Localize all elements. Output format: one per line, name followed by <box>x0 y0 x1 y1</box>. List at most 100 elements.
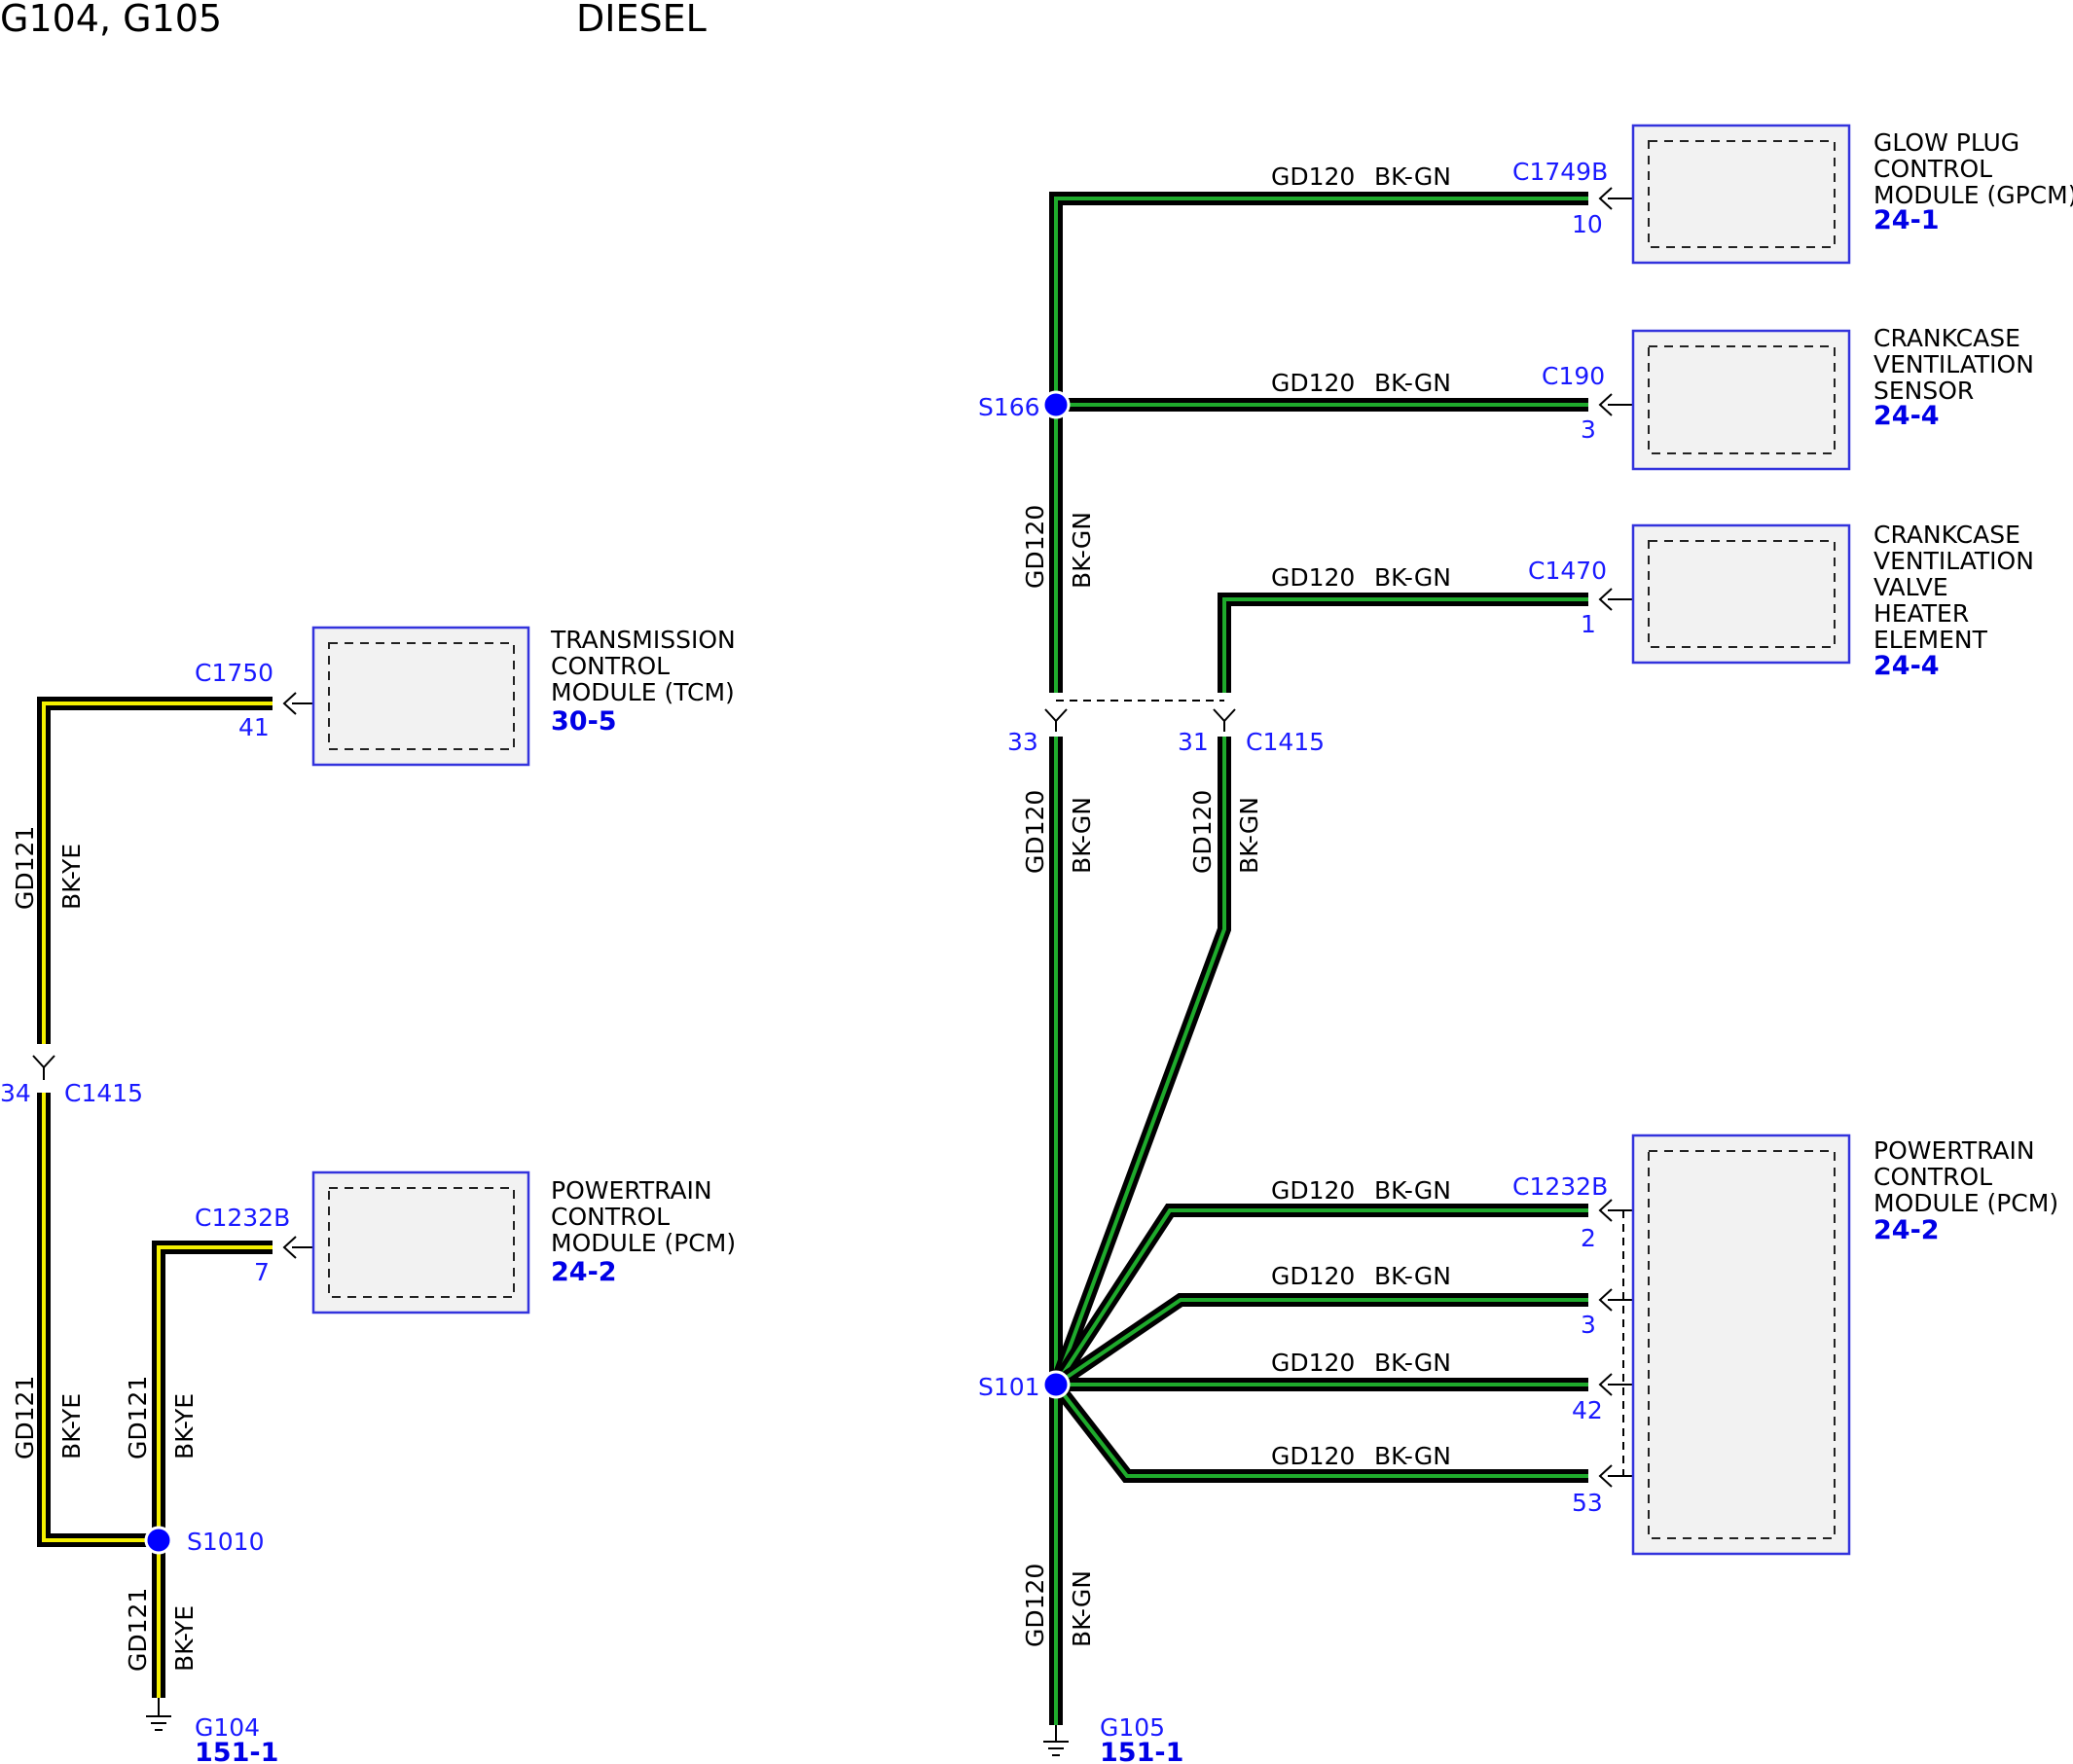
wire-color-label: BK-YE <box>57 844 86 910</box>
module-pcm-left[interactable] <box>311 1170 530 1314</box>
ccvh-ref-link[interactable]: 24-4 <box>1873 651 1940 681</box>
gpcm-ref-link[interactable]: 24-1 <box>1873 205 1940 235</box>
ground-ref-link[interactable]: 151-1 <box>1100 1738 1183 1764</box>
gpcm-name-line-2: CONTROL <box>1873 155 1992 183</box>
inline-connector-c1415-right[interactable]: 33 31 C1415 <box>1007 700 1325 756</box>
connector-label: C1749B <box>1512 158 1608 186</box>
pin-label: 2 <box>1581 1224 1596 1252</box>
wire-color-label: BK-YE <box>170 1605 199 1672</box>
wire-color-label: BK-GN <box>1068 512 1096 589</box>
wire-circuit-label: GD120 <box>1271 369 1355 397</box>
pin-label: 3 <box>1581 415 1596 444</box>
ccvs-name-line-3: SENSOR <box>1873 377 1974 405</box>
wire-circuit-label: GD120 <box>1021 505 1049 589</box>
pcm-left-ref-link[interactable]: 24-2 <box>551 1257 617 1287</box>
ccvh-name-line-5: ELEMENT <box>1873 626 1988 654</box>
wire-circuit-label: GD120 <box>1271 1349 1355 1377</box>
ccvs-name-line-2: VENTILATION <box>1873 350 2034 378</box>
pcm-right-name-line-2: CONTROL <box>1873 1163 1992 1191</box>
connector-label: C190 <box>1542 362 1605 390</box>
connector-c1749b[interactable]: C1749B 10 <box>1512 158 1649 238</box>
splice-label: S166 <box>978 393 1040 421</box>
wire-color-label: BK-GN <box>1374 563 1451 592</box>
ground-label: G104 <box>195 1713 260 1742</box>
splice-label: S101 <box>978 1373 1040 1401</box>
wire-tcm-lower[interactable] <box>37 1093 159 1547</box>
tcm-name-line-1: TRANSMISSION <box>550 626 736 654</box>
wire-color-label: BK-GN <box>1374 1262 1451 1290</box>
ground-ref-link[interactable]: 151-1 <box>195 1738 278 1764</box>
module-ccv-sensor[interactable] <box>1631 329 1851 471</box>
wire-circuit-label: GD120 <box>1021 790 1049 874</box>
module-tcm[interactable] <box>311 626 530 767</box>
page-title: G104, G105 <box>0 0 222 40</box>
pcm-right-name-line-1: POWERTRAIN <box>1873 1136 2035 1165</box>
ground-label: G105 <box>1100 1713 1165 1742</box>
wire-color-label: BK-GN <box>1068 1570 1096 1647</box>
wire-color-label: BK-GN <box>1235 797 1263 874</box>
connector-c190[interactable]: C190 3 <box>1542 362 1649 444</box>
connector-c1232b-right[interactable]: C1232B 2 3 42 53 <box>1512 1172 1649 1517</box>
pcm-left-name-line-1: POWERTRAIN <box>551 1176 712 1205</box>
wire-gpcm[interactable] <box>1049 192 1588 693</box>
ground-icon <box>1043 1725 1069 1756</box>
wire-circuit-label: GD121 <box>11 826 39 910</box>
pcm-left-name-line-3: MODULE (PCM) <box>551 1229 736 1257</box>
wire-circuit-label: GD120 <box>1188 790 1217 874</box>
inline-connector-c1415-left[interactable]: 34 C1415 <box>0 1055 143 1107</box>
wire-circuit-label: GD120 <box>1021 1564 1049 1647</box>
connector-c1232b-left[interactable]: C1232B 7 <box>195 1204 329 1286</box>
wire-circuit-label: GD120 <box>1271 563 1355 592</box>
pin-label: 41 <box>238 713 270 741</box>
wire-ccv-heater[interactable] <box>1218 593 1588 693</box>
pin-label: 1 <box>1581 610 1596 638</box>
pin-label: 3 <box>1581 1311 1596 1339</box>
ccvs-name-line-1: CRANKCASE <box>1873 324 2020 352</box>
connector-label: C1415 <box>1246 728 1325 756</box>
tcm-name-line-2: CONTROL <box>551 652 670 680</box>
connector-label: C1232B <box>195 1204 290 1232</box>
splice-s166[interactable] <box>1041 390 1071 419</box>
module-gpcm[interactable] <box>1631 124 1851 265</box>
ccvh-name-line-1: CRANKCASE <box>1873 521 2020 549</box>
wire-color-label: BK-GN <box>1374 1349 1451 1377</box>
connector-c1470[interactable]: C1470 1 <box>1528 557 1649 638</box>
pcm-left-name-line-2: CONTROL <box>551 1203 670 1231</box>
wire-color-label: BK-GN <box>1068 797 1096 874</box>
pin-label: 7 <box>254 1258 270 1286</box>
wire-color-label: BK-GN <box>1374 1442 1451 1470</box>
wire-circuit-label: GD120 <box>1271 1176 1355 1205</box>
pin-label: 33 <box>1007 728 1038 756</box>
pin-label: 31 <box>1178 728 1209 756</box>
wire-color-label: BK-YE <box>170 1393 199 1459</box>
tcm-ref-link[interactable]: 30-5 <box>551 706 617 737</box>
wire-color-label: BK-GN <box>1374 1176 1451 1205</box>
splice-label: S1010 <box>187 1528 265 1556</box>
splice-s1010[interactable] <box>144 1526 173 1555</box>
wire-circuit-label: GD120 <box>1271 162 1355 191</box>
wire-color-label: BK-GN <box>1374 162 1451 191</box>
pcm-right-ref-link[interactable]: 24-2 <box>1873 1215 1940 1245</box>
module-pcm-right[interactable] <box>1631 1134 1851 1556</box>
wire-circuit-label: GD121 <box>124 1376 152 1459</box>
connector-label: C1470 <box>1528 557 1607 585</box>
pin-label: 53 <box>1572 1489 1603 1517</box>
wire-color-label: BK-YE <box>57 1393 86 1459</box>
page-subtitle: DIESEL <box>576 0 707 40</box>
wire-circuit-label: GD120 <box>1271 1442 1355 1470</box>
pin-label: 10 <box>1572 210 1603 238</box>
gpcm-name-line-3: MODULE (GPCM) <box>1873 181 2073 209</box>
ground-icon <box>146 1698 171 1731</box>
left-circuit: C1750 41 TRANSMISSION CONTROL MODULE (TC… <box>0 626 736 1764</box>
splice-s101[interactable] <box>1041 1370 1071 1399</box>
module-ccv-heater[interactable] <box>1631 523 1851 665</box>
pcm-right-name-line-3: MODULE (PCM) <box>1873 1189 2058 1217</box>
pin-label: 42 <box>1572 1396 1603 1424</box>
ccvh-name-line-4: HEATER <box>1873 599 1969 628</box>
connector-c1750[interactable]: C1750 41 <box>195 659 329 741</box>
ccvs-ref-link[interactable]: 24-4 <box>1873 401 1940 431</box>
wire-circuit-label: GD120 <box>1271 1262 1355 1290</box>
pin-label: 34 <box>0 1079 31 1107</box>
right-circuit: 33 31 C1415 C1749B 10 GLOW PLUG CONTROL … <box>978 124 2073 1764</box>
